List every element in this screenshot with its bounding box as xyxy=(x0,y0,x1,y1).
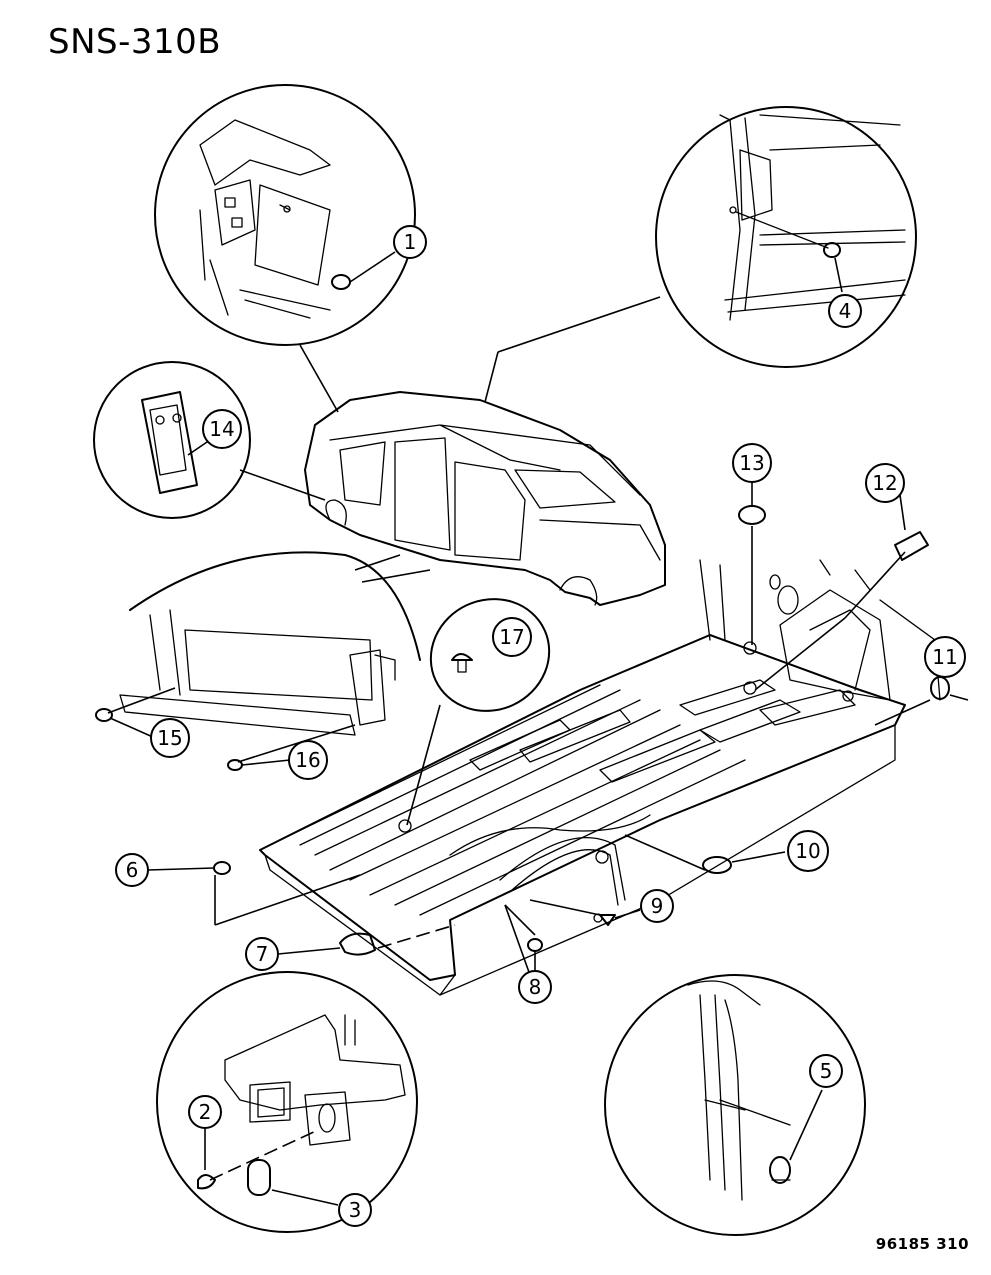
svg-text:9: 9 xyxy=(651,894,664,918)
callout-2: 2 xyxy=(188,1095,222,1129)
callout-10: 10 xyxy=(787,830,829,872)
callout-15: 15 xyxy=(150,718,190,758)
callout-17: 17 xyxy=(492,617,532,657)
detail-view-part-4 xyxy=(655,106,917,368)
detail-view-parts-15-16 xyxy=(95,551,421,771)
floor-pan xyxy=(259,559,941,996)
svg-text:16: 16 xyxy=(295,748,320,772)
svg-text:12: 12 xyxy=(872,471,897,495)
svg-text:15: 15 xyxy=(157,726,182,750)
svg-text:2: 2 xyxy=(199,1100,212,1124)
svg-text:7: 7 xyxy=(256,942,269,966)
svg-text:13: 13 xyxy=(739,451,764,475)
van-body xyxy=(304,391,666,606)
svg-text:1: 1 xyxy=(404,230,417,254)
callout-11: 11 xyxy=(924,636,966,678)
svg-text:3: 3 xyxy=(349,1198,362,1222)
detail-view-part-17 xyxy=(406,598,551,826)
detail-view-part-14 xyxy=(93,361,251,519)
callout-16: 16 xyxy=(288,740,328,780)
svg-text:17: 17 xyxy=(499,625,524,649)
callout-9: 9 xyxy=(640,889,674,923)
detail-view-parts-2-3 xyxy=(156,971,418,1233)
view-leader-lines xyxy=(239,296,661,583)
callout-6: 6 xyxy=(115,853,149,887)
reference-number: 96185 310 xyxy=(875,1235,969,1253)
callout-14: 14 xyxy=(202,409,242,449)
callout-1: 1 xyxy=(393,225,427,259)
callout-8: 8 xyxy=(518,970,552,1004)
svg-text:10: 10 xyxy=(795,839,820,863)
callout-4: 4 xyxy=(828,294,862,328)
diagram-code: SNS-310B xyxy=(48,22,222,62)
detail-view-part-5 xyxy=(604,974,866,1236)
callout-12: 12 xyxy=(865,463,905,503)
svg-text:14: 14 xyxy=(209,417,234,441)
svg-text:5: 5 xyxy=(820,1059,833,1083)
svg-text:11: 11 xyxy=(932,645,957,669)
svg-text:6: 6 xyxy=(126,858,139,882)
svg-text:4: 4 xyxy=(839,299,852,323)
svg-text:8: 8 xyxy=(529,975,542,999)
callout-3: 3 xyxy=(338,1193,372,1227)
floor-pan-fasteners xyxy=(213,480,969,976)
callout-7: 7 xyxy=(245,937,279,971)
callout-13: 13 xyxy=(732,443,772,483)
detail-view-part-1 xyxy=(154,84,416,346)
callout-5: 5 xyxy=(809,1054,843,1088)
